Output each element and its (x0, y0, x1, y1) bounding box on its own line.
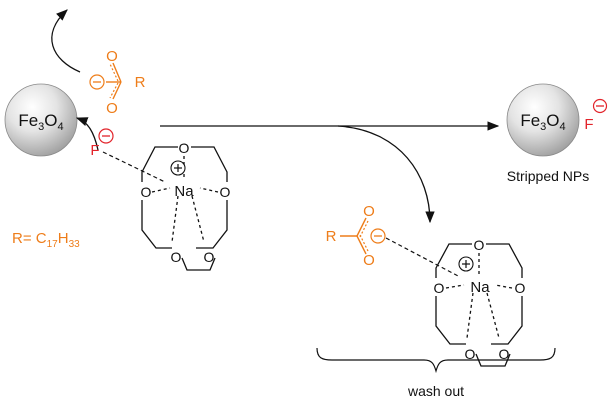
byproduct-carboxylate-r: R (326, 228, 337, 245)
left-crown-oxygen-right: O (220, 184, 231, 200)
byproduct-branch-arrow (337, 125, 435, 224)
stripped-nps-caption: Stripped NPs (507, 168, 589, 184)
f-na-interaction (102, 151, 166, 183)
byproduct-crown-sodium: Na (470, 279, 490, 296)
byproduct-crown-ether-complex: O O O O O Na (434, 237, 526, 367)
ligand-leaving-arrow (51, 9, 81, 73)
left-crown-ether-complex: O O O O O Na (141, 140, 231, 271)
right-nanoparticle: Fe3O4 (506, 83, 580, 157)
left-fluoride-atom: F (90, 142, 99, 159)
left-fluoride: F (90, 128, 114, 159)
wash-out-brace (316, 347, 556, 374)
byproduct-carboxylate-o-top: O (363, 203, 375, 220)
byproduct-crown-oxygen-bottom-right: O (499, 346, 510, 362)
wash-out-caption: wash out (407, 383, 464, 399)
fluoride-attack-arrow (75, 117, 99, 151)
left-crown-oxygen-bottom-right: O (204, 249, 215, 265)
left-crown-oxygen-top: O (179, 140, 190, 156)
left-crown-oxygen-bottom-left: O (171, 249, 182, 265)
left-carboxylate-o-top: O (106, 48, 118, 65)
left-crown-oxygen-left: O (141, 184, 152, 200)
left-np-label: Fe3O4 (18, 111, 63, 133)
right-np-label: Fe3O4 (520, 111, 565, 133)
byproduct-carboxylate: R O O (326, 203, 386, 269)
r-definition: R= C17H33 (12, 230, 80, 250)
left-carboxylate: O O R (89, 48, 146, 117)
left-crown-sodium: Na (174, 183, 194, 200)
left-carboxylate-o-bottom: O (106, 100, 118, 117)
byproduct-crown-oxygen-top: O (474, 237, 485, 253)
byproduct-crown-oxygen-left: O (434, 280, 445, 296)
left-nanoparticle: Fe3O4 (4, 83, 78, 157)
byproduct-crown-oxygen-bottom-left: O (465, 346, 476, 362)
left-carboxylate-r: R (135, 74, 146, 91)
byproduct-carboxylate-o-bottom: O (363, 252, 375, 269)
right-fluoride-atom: F (584, 116, 593, 133)
byproduct-crown-oxygen-right: O (515, 280, 526, 296)
right-fluoride: F (584, 98, 608, 133)
